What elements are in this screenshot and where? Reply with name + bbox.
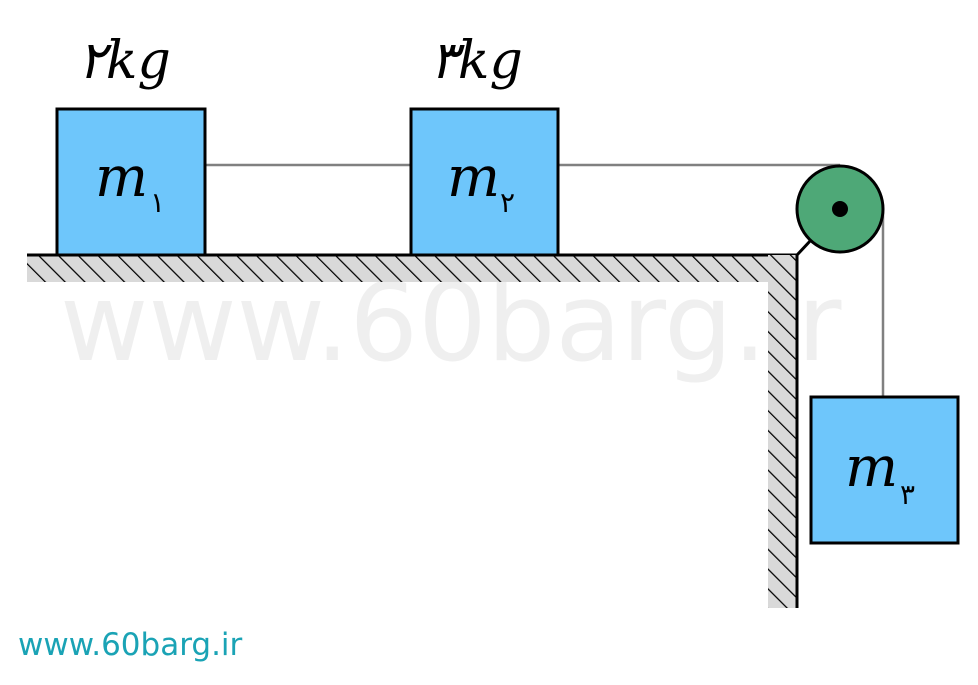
block-m2-subscript: ٢ [500, 186, 515, 219]
block-m2-symbol: m [447, 145, 500, 210]
block-m1-subscript: ١ [150, 186, 165, 219]
block-m1-symbol: m [95, 145, 148, 210]
block-m1-mass: ٢kg [78, 31, 171, 91]
block-m2-mass: ٣kg [430, 31, 523, 91]
block-m3-symbol: m [845, 435, 898, 500]
block-m1 [55, 107, 207, 257]
block-m3 [809, 395, 960, 545]
vertical-wall [768, 255, 797, 608]
table-surface [27, 255, 797, 282]
site-link[interactable]: www.60barg.ir [18, 627, 243, 663]
pulley-axle [832, 201, 848, 217]
block-m2 [409, 107, 560, 257]
block-m3-subscript: ٣ [900, 478, 915, 511]
